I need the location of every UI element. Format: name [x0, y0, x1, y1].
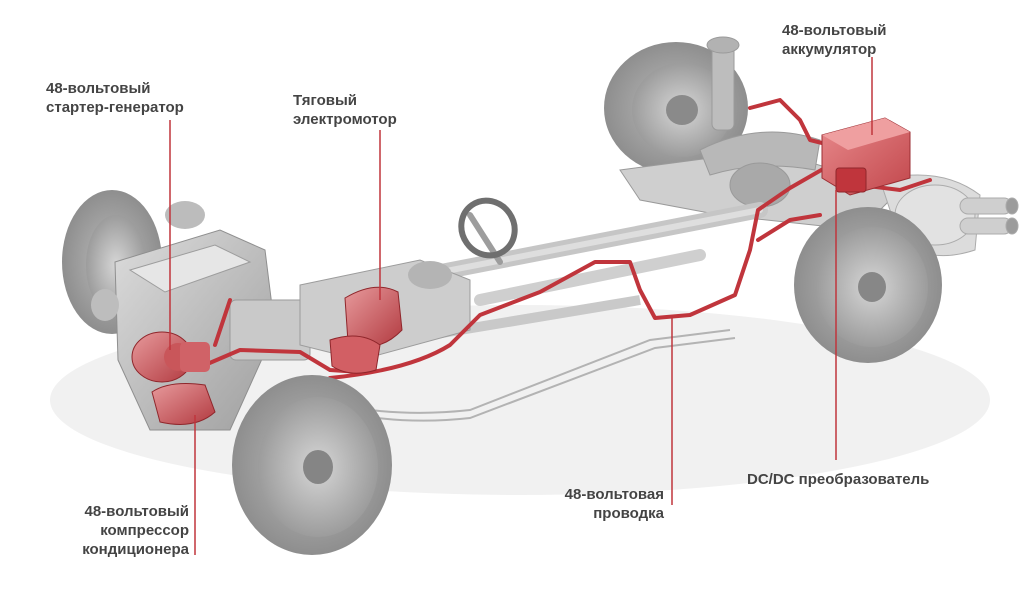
label-wiring: 48-вольтовая проводка: [565, 485, 664, 523]
label-compressor-line2: компрессор: [100, 522, 189, 539]
rear-right-wheel: [794, 207, 942, 363]
label-dcdc-line1: DC/DC преобразователь: [747, 471, 930, 488]
starter-generator: [131, 331, 210, 383]
label-battery-line1: 48-вольтовый: [782, 22, 887, 39]
steering-wheel: [458, 197, 518, 265]
label-compressor-line3: кондиционера: [82, 541, 189, 558]
label-battery-line2: аккумулятор: [782, 41, 877, 58]
label-wiring-line1: 48-вольтовая: [564, 486, 664, 503]
label-starter-line1: 48-вольтовый: [46, 80, 151, 97]
drive-shaft: [392, 202, 768, 306]
label-wiring-line2: проводка: [593, 505, 664, 522]
label-compressor-line1: 48-вольтовый: [84, 503, 190, 520]
leader-lines: [169, 57, 873, 555]
traction-motor: [329, 286, 403, 374]
ac-compressor: [151, 383, 216, 425]
label-starter-generator: 48-вольтовый стартер-генератор: [46, 79, 184, 117]
label-traction-line2: электромотор: [293, 111, 397, 128]
label-dcdc: DC/DC преобразователь: [747, 470, 929, 489]
label-traction-motor: Тяговый электромотор: [293, 91, 397, 129]
dcdc-converter: [835, 167, 867, 193]
label-traction-line1: Тяговый: [293, 92, 358, 109]
front-right-wheel: [232, 375, 392, 555]
label-battery: 48-вольтовый аккумулятор: [782, 21, 887, 59]
label-starter-line2: стартер-генератор: [46, 99, 184, 116]
label-compressor: 48-вольтовый компрессор кондиционера: [82, 502, 189, 559]
